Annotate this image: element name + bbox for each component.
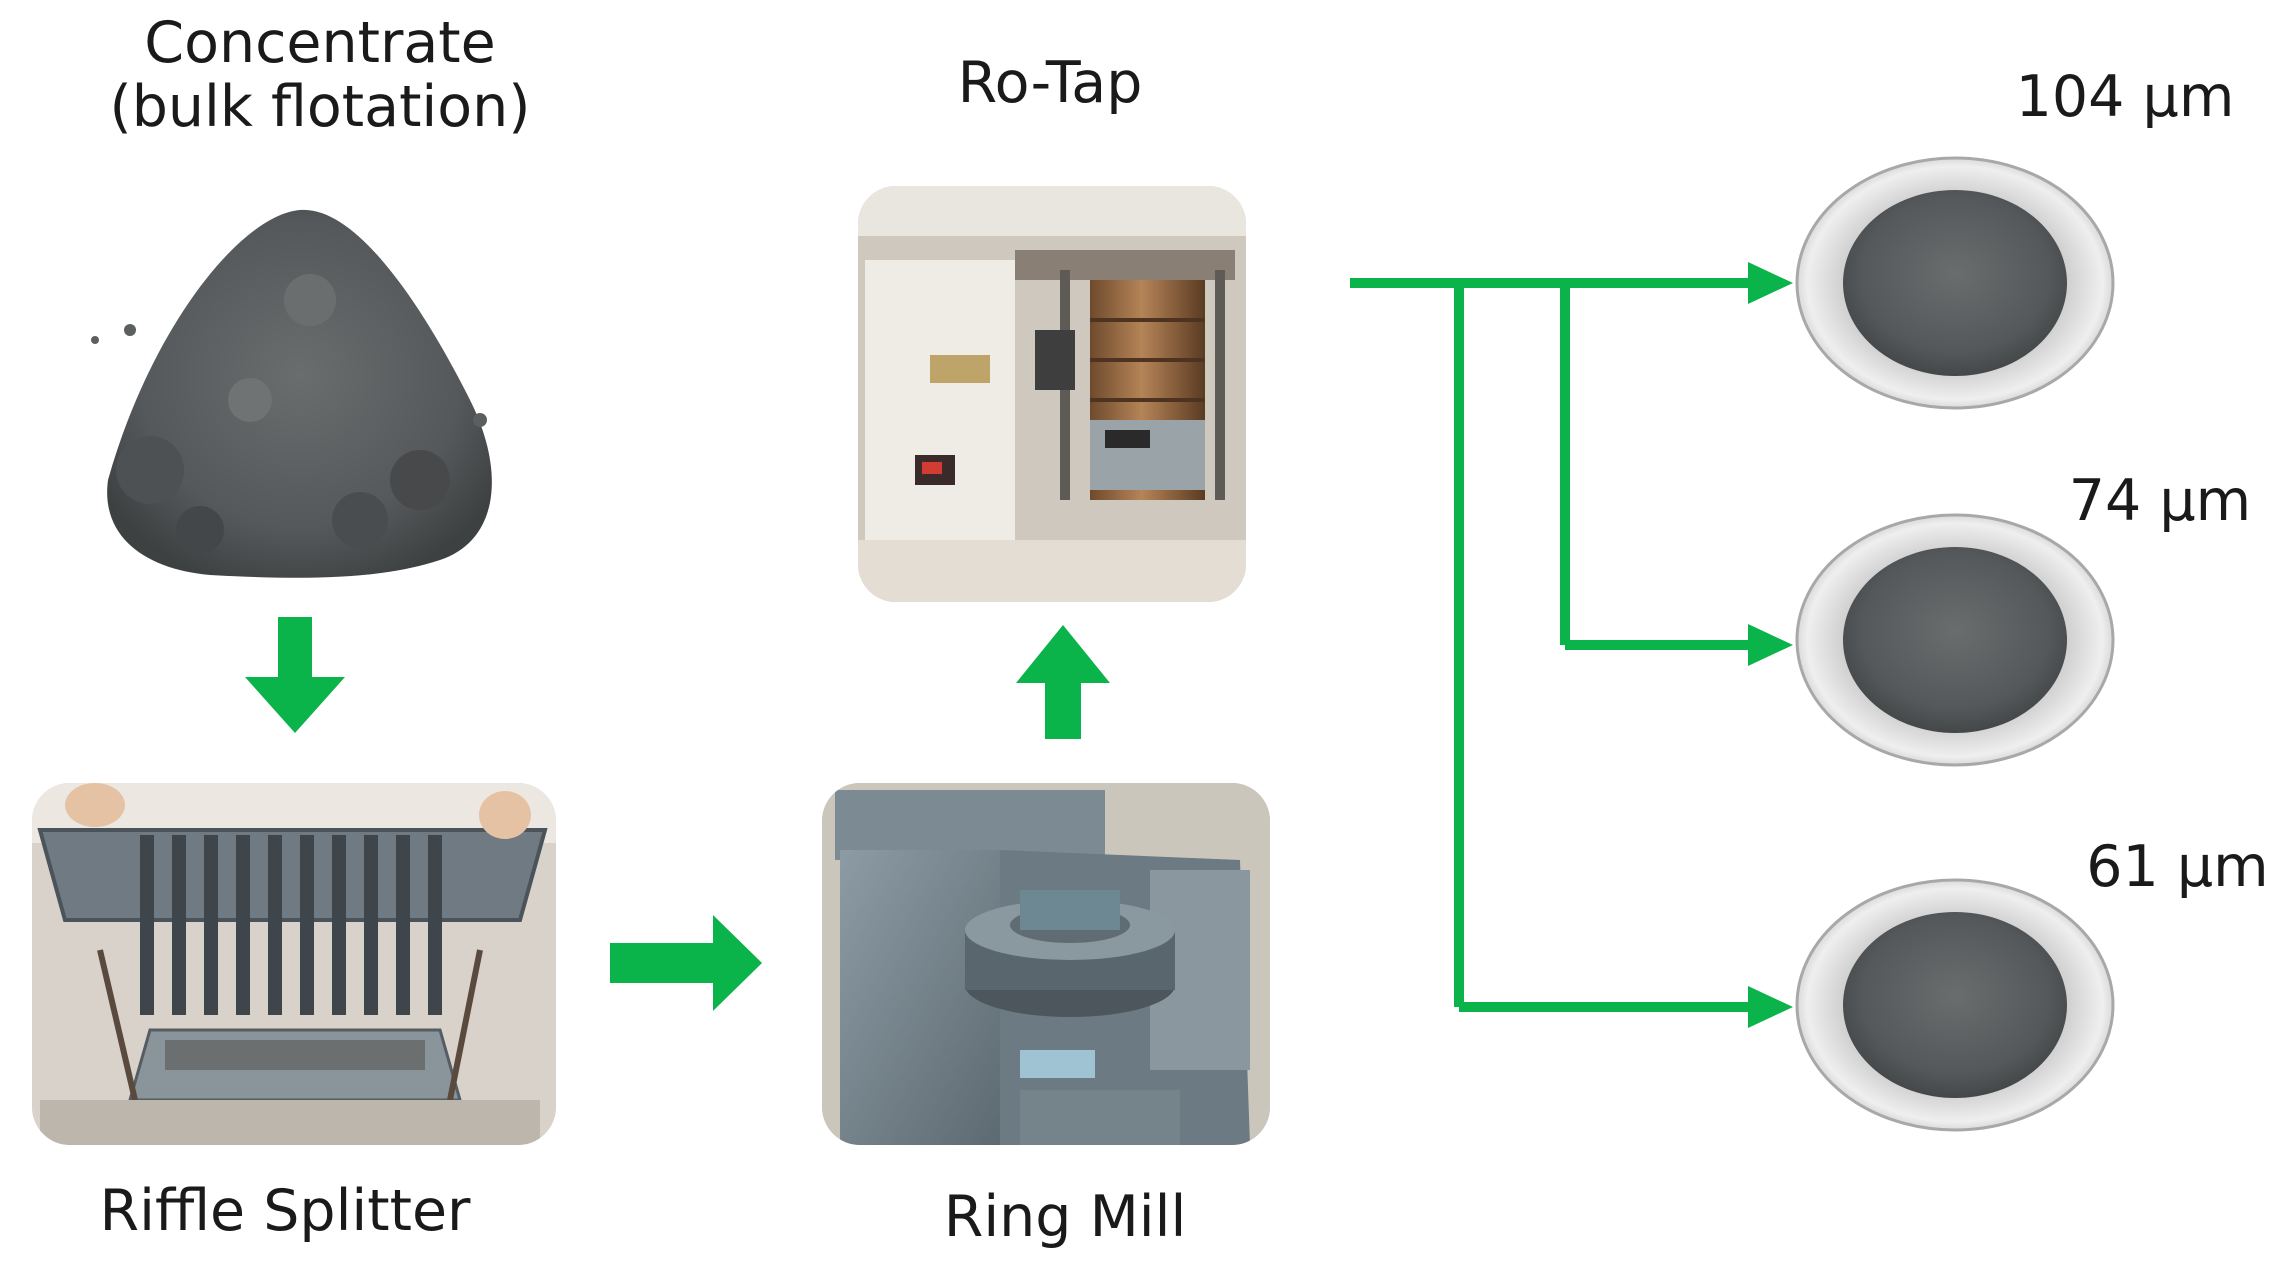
arrow-concentrate-to-riffle <box>245 617 345 733</box>
sample-dish-61 <box>1795 878 2115 1132</box>
arrowhead-74 <box>1748 624 1793 666</box>
sample-dish-104 <box>1795 156 2115 410</box>
ro-tap-label: Ro-Tap <box>957 50 1143 116</box>
concentrate-label-line1: Concentrate <box>144 10 496 76</box>
ring-mill-image <box>822 783 1270 1145</box>
arrowhead-61 <box>1748 986 1793 1028</box>
riffle-splitter-label: Riffle Splitter <box>99 1178 471 1244</box>
concentrate-label-line2: (bulk flotation) <box>109 73 531 140</box>
size-74-label: 74 µm <box>2068 468 2252 534</box>
ro-tap-image <box>858 186 1246 602</box>
branch-lines <box>1350 278 1750 1012</box>
arrowhead-104 <box>1748 262 1793 304</box>
riffle-splitter-image <box>32 783 556 1145</box>
ring-mill-label: Ring Mill <box>943 1184 1187 1250</box>
size-61-label: 61 µm <box>2086 834 2269 900</box>
arrow-mill-to-rotap <box>1016 625 1110 739</box>
concentrate-label: Concentrate (bulk flotation) <box>95 10 545 140</box>
sample-dish-74 <box>1795 513 2115 767</box>
size-104-label: 104 µm <box>2015 64 2235 130</box>
concentrate-pile-image <box>91 209 492 578</box>
arrow-riffle-to-mill <box>610 915 762 1011</box>
